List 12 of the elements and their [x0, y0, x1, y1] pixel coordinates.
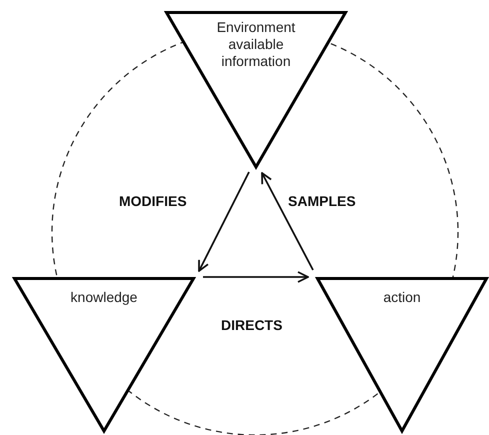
arrow	[261, 172, 314, 270]
triangle-shape	[164, 11, 348, 170]
edge-label: SAMPLES	[286, 193, 358, 209]
triangle-shape	[12, 277, 196, 434]
edge-label: DIRECTS	[219, 317, 284, 333]
node-text: knowledge	[70, 289, 138, 306]
arrow	[198, 172, 250, 272]
node-text: Environment available information	[216, 19, 296, 70]
node-text: action	[382, 289, 422, 306]
triangle-shape	[314, 277, 489, 434]
arrow	[203, 271, 309, 283]
edge-label: MODIFIES	[117, 193, 189, 209]
